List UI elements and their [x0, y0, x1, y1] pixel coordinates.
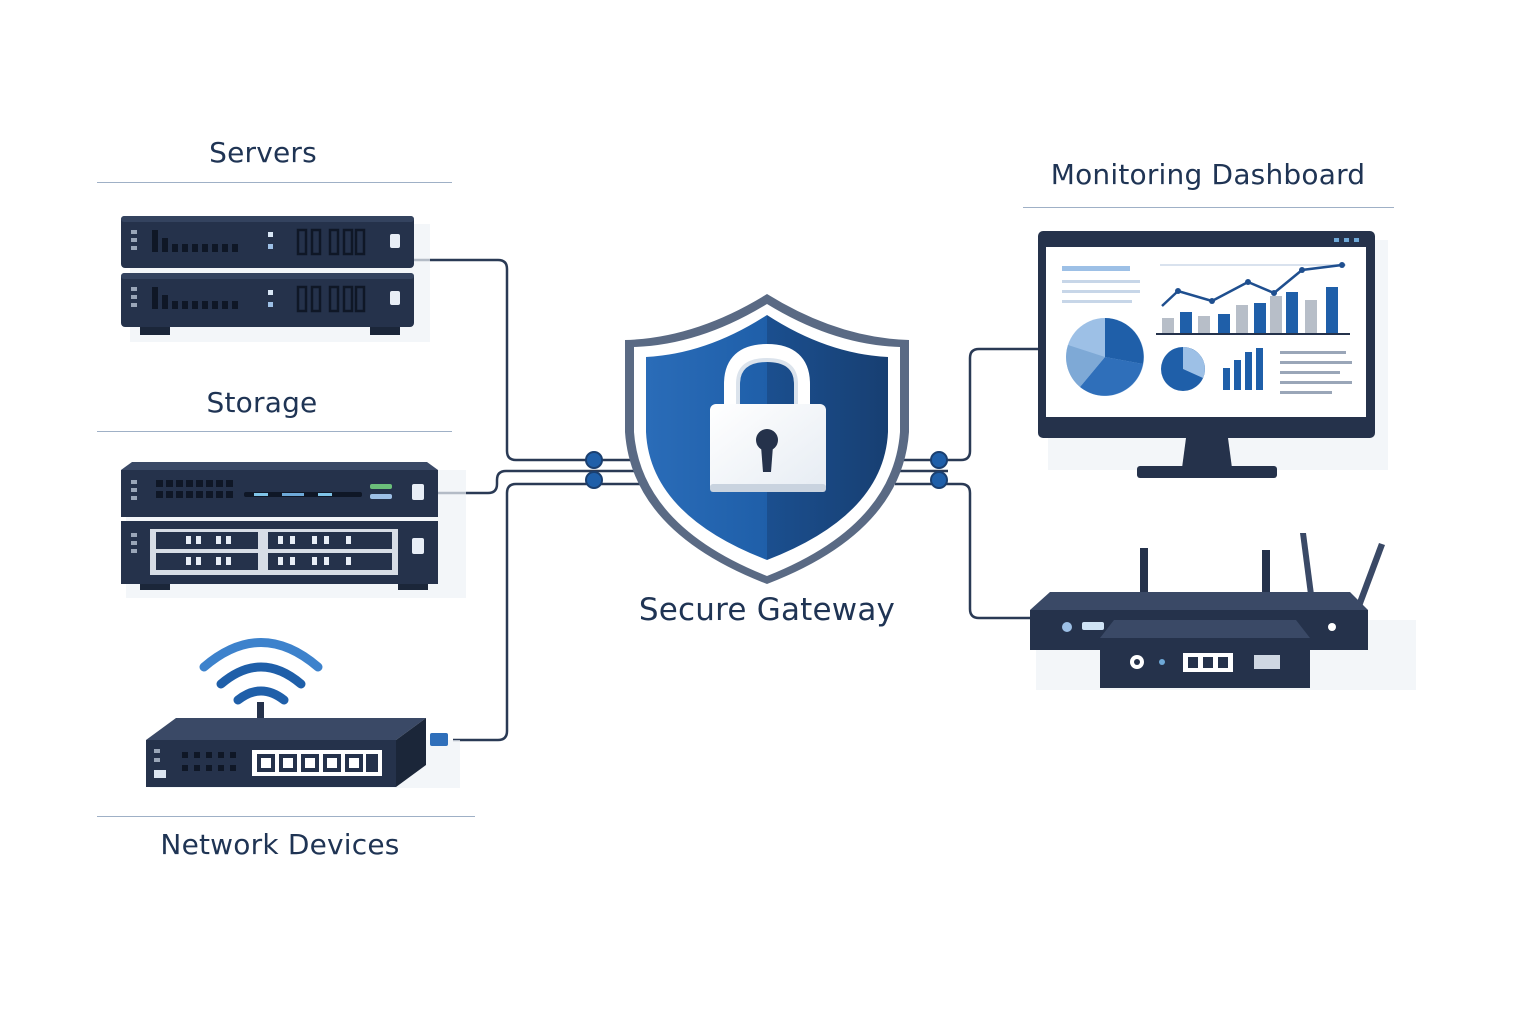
connector-node-right-bottom: [930, 471, 948, 489]
network-devices-label: Network Devices: [160, 828, 400, 861]
server-unit-2: [121, 273, 414, 327]
connector-node-left-bottom: [585, 471, 603, 489]
servers-label: Servers: [209, 136, 317, 169]
link-network-gateway: [453, 482, 640, 742]
shield-icon: [625, 294, 909, 584]
monitor-text-lines: [1280, 351, 1352, 394]
link-storage-gateway: [438, 469, 640, 495]
connector-node-left-top: [585, 451, 603, 469]
link-gateway-router: [895, 482, 1030, 620]
connector-nodes: [585, 451, 948, 489]
monitor-pie-chart-large: [1066, 318, 1144, 396]
router-icon: [1030, 533, 1416, 690]
monitor-icon: [1038, 231, 1388, 478]
secure-gateway-label: Secure Gateway: [638, 592, 896, 628]
connection-lines: [414, 258, 1040, 742]
monitoring-dashboard-rule: [1023, 207, 1394, 208]
monitor-pie-chart-small: [1161, 347, 1205, 391]
switch-cable-plug: [430, 733, 448, 746]
storage-icon: [121, 462, 466, 598]
switch-icon: [146, 702, 460, 788]
link-gateway-monitor: [895, 347, 1040, 462]
monitor-small-bars: [1223, 348, 1263, 390]
monitoring-dashboard-label: Monitoring Dashboard: [1050, 158, 1366, 191]
storage-label: Storage: [206, 386, 318, 419]
servers-rule: [97, 182, 452, 183]
monitor-bar-chart: [1156, 264, 1350, 335]
server-icon: [121, 216, 430, 342]
server-unit-1: [121, 216, 414, 268]
connector-node-right-top: [930, 451, 948, 469]
storage-rule: [97, 431, 452, 432]
network-devices-rule: [97, 816, 475, 817]
link-servers-gateway: [414, 258, 640, 462]
lock-icon: [710, 343, 826, 492]
wifi-icon: [199, 638, 323, 705]
